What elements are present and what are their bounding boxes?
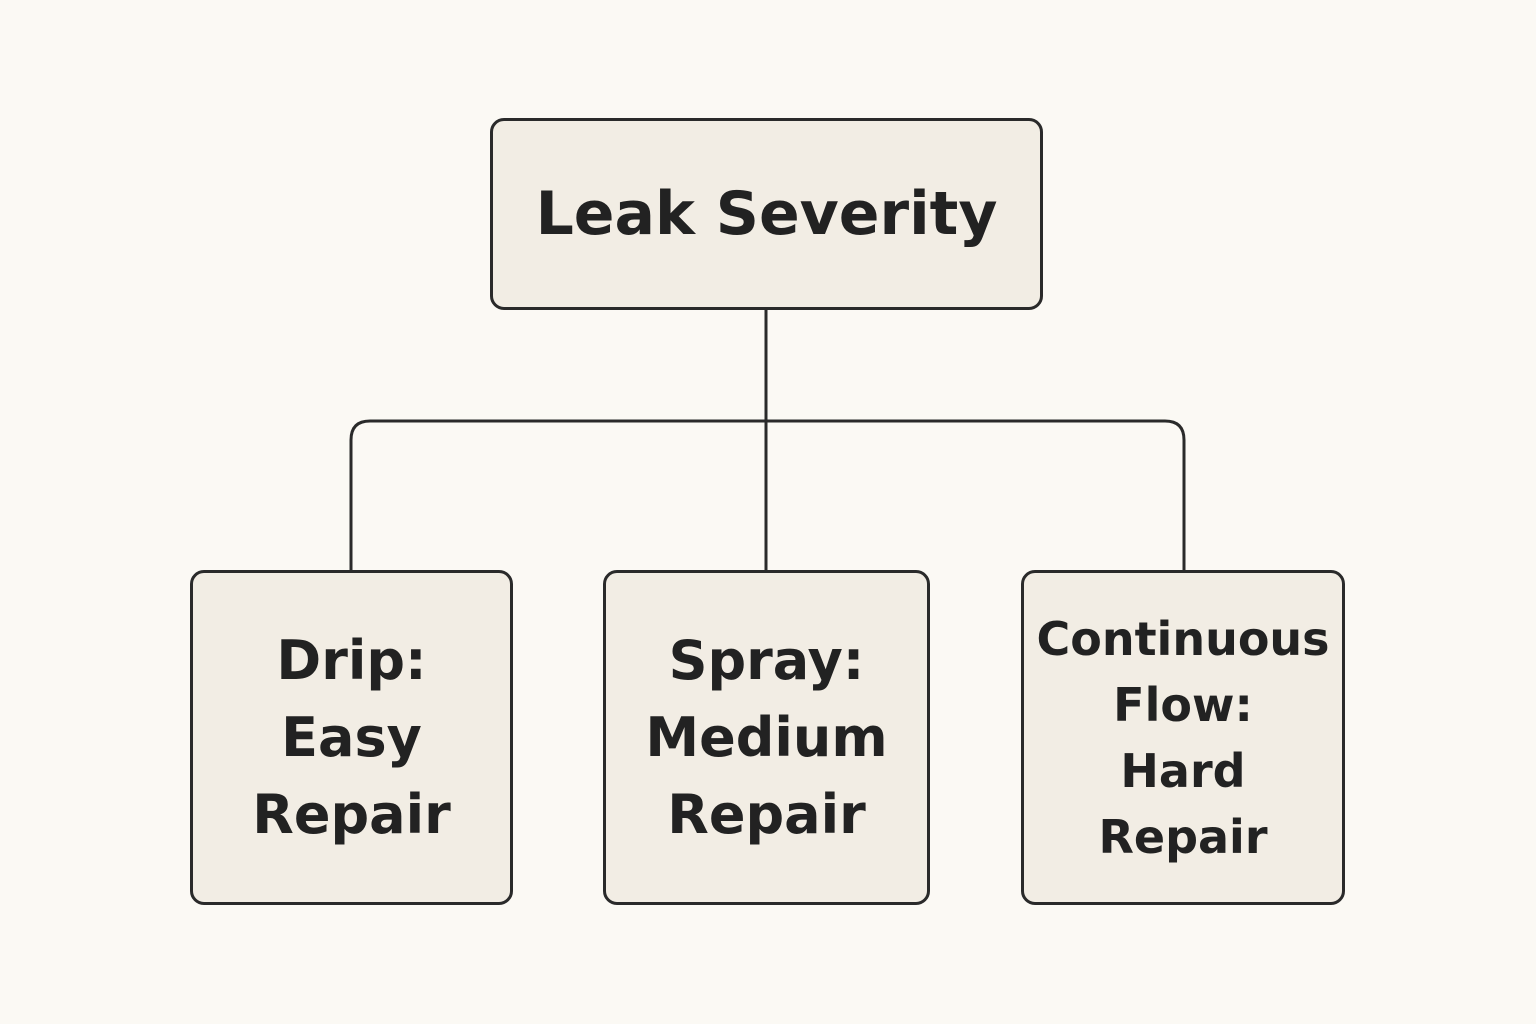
spray-line-3: Repair (667, 783, 866, 846)
root-node-label: Leak Severity (535, 179, 998, 249)
child-node-spray: Spray: Medium Repair (603, 570, 930, 905)
root-node-leak-severity: Leak Severity (490, 118, 1043, 310)
child-node-continuous-flow: Continuous Flow: Hard Repair (1021, 570, 1345, 905)
continuous-line-4: Repair (1098, 809, 1268, 864)
spray-line-1: Spray: (668, 629, 865, 692)
spray-line-2: Medium (645, 706, 888, 769)
drip-line-3: Repair (252, 783, 451, 846)
continuous-line-2: Flow: (1113, 677, 1253, 732)
continuous-line-3: Hard (1120, 743, 1246, 798)
drip-line-2: Easy (281, 706, 422, 769)
continuous-line-1: Continuous (1036, 611, 1330, 666)
drip-line-1: Drip: (276, 629, 427, 692)
child-node-drip: Drip: Easy Repair (190, 570, 513, 905)
